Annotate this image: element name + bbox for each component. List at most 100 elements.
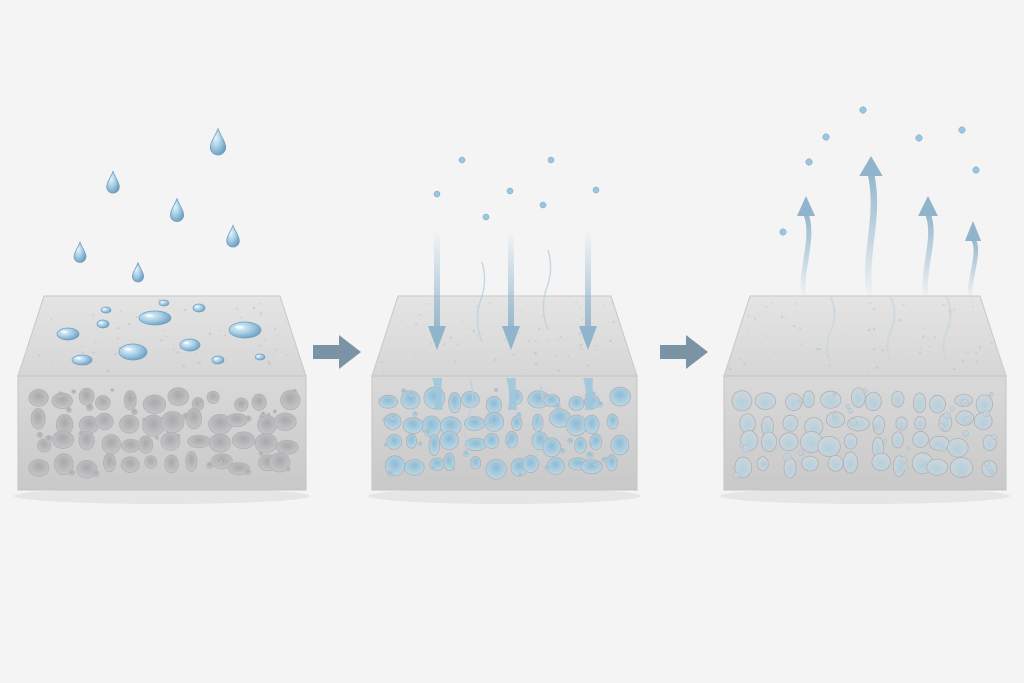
pore	[900, 463, 908, 471]
surface-speck	[236, 307, 239, 310]
surface-speck	[793, 324, 796, 328]
surface-speck	[38, 317, 41, 319]
water-particle	[458, 156, 466, 164]
surface-speck	[839, 370, 841, 372]
pore	[872, 415, 886, 435]
pore	[92, 469, 100, 478]
pore	[984, 461, 990, 467]
pore	[110, 388, 115, 392]
water-bead	[211, 355, 225, 365]
water-droplet-icon	[169, 197, 185, 222]
pore	[589, 433, 603, 451]
surface-speck	[214, 363, 216, 365]
water-bead	[71, 354, 93, 366]
surface-speck	[82, 351, 85, 354]
pore	[258, 451, 264, 456]
pore	[65, 407, 72, 413]
surface-speck	[413, 353, 416, 356]
surface-speck	[119, 310, 122, 312]
water-bead	[179, 338, 201, 352]
pore	[119, 414, 140, 434]
pore	[485, 458, 507, 480]
pore	[142, 414, 165, 437]
surface-speck	[587, 364, 590, 367]
surface-speck	[559, 335, 562, 339]
vapor-stream	[864, 170, 878, 304]
surface-speck	[475, 335, 478, 337]
pore	[382, 417, 388, 423]
pore	[389, 414, 397, 421]
bead-highlight	[76, 357, 81, 360]
bead-highlight	[99, 321, 103, 324]
pore	[268, 452, 291, 473]
pore	[568, 396, 585, 411]
surface-beads-group	[56, 299, 266, 366]
surface-speck	[765, 306, 768, 308]
water-droplet-icon	[106, 170, 120, 194]
pore	[120, 456, 140, 473]
water-channel	[583, 378, 594, 410]
surface-speck	[267, 360, 271, 364]
surface-speck	[594, 348, 597, 350]
pore	[400, 388, 407, 395]
pore	[387, 470, 394, 477]
surface-speck	[871, 332, 873, 334]
pore	[206, 390, 220, 404]
surface-speck	[217, 335, 219, 337]
surface-speck	[953, 308, 956, 311]
vapor-particle	[958, 126, 966, 134]
pore	[30, 407, 46, 430]
surface-speck	[268, 362, 272, 366]
surface-speck	[952, 367, 956, 371]
surface-speck	[183, 308, 187, 312]
pore	[95, 412, 114, 431]
pore	[943, 411, 951, 420]
right-arrow-icon	[660, 335, 708, 369]
pore	[542, 437, 562, 458]
pore	[285, 466, 291, 472]
surface-speck	[27, 343, 30, 346]
pore	[734, 456, 753, 479]
surface-speck	[381, 361, 384, 364]
surface-speck	[468, 327, 470, 330]
pore	[110, 461, 116, 467]
falling-droplets-group	[73, 127, 240, 283]
water-droplet-icon	[209, 127, 227, 156]
surface-speck	[580, 348, 583, 351]
surface-speck	[919, 347, 922, 350]
surface-speck	[581, 318, 584, 321]
pore	[155, 436, 159, 440]
surface-speck	[415, 322, 418, 326]
surface-speck	[94, 341, 97, 344]
bead-highlight	[61, 330, 67, 334]
pore	[487, 420, 494, 427]
surface-speck	[37, 354, 41, 357]
surface-speck	[916, 341, 919, 344]
pore	[891, 431, 904, 449]
vapor-particle	[805, 158, 813, 166]
pore	[57, 391, 64, 398]
pore	[484, 432, 500, 449]
surface-speck	[578, 307, 581, 309]
pore	[882, 439, 888, 444]
surface-speck	[20, 365, 23, 368]
pore	[51, 430, 74, 449]
pore	[187, 434, 211, 449]
bead-highlight	[184, 341, 189, 345]
surface-speck	[258, 344, 261, 347]
pore	[185, 451, 198, 472]
pore	[68, 469, 75, 476]
surface-speck	[875, 366, 879, 370]
pore	[845, 404, 851, 409]
vapor-stream	[922, 211, 934, 303]
surface-speck	[867, 370, 870, 373]
surface-speck	[273, 327, 277, 330]
surface-speck	[933, 335, 936, 339]
pore	[78, 430, 84, 437]
water-channel	[506, 378, 517, 410]
surface-speck	[567, 355, 570, 358]
vapor-stream	[800, 211, 812, 303]
pore	[962, 430, 969, 437]
water-bead	[96, 319, 110, 329]
water-bead	[254, 353, 266, 361]
